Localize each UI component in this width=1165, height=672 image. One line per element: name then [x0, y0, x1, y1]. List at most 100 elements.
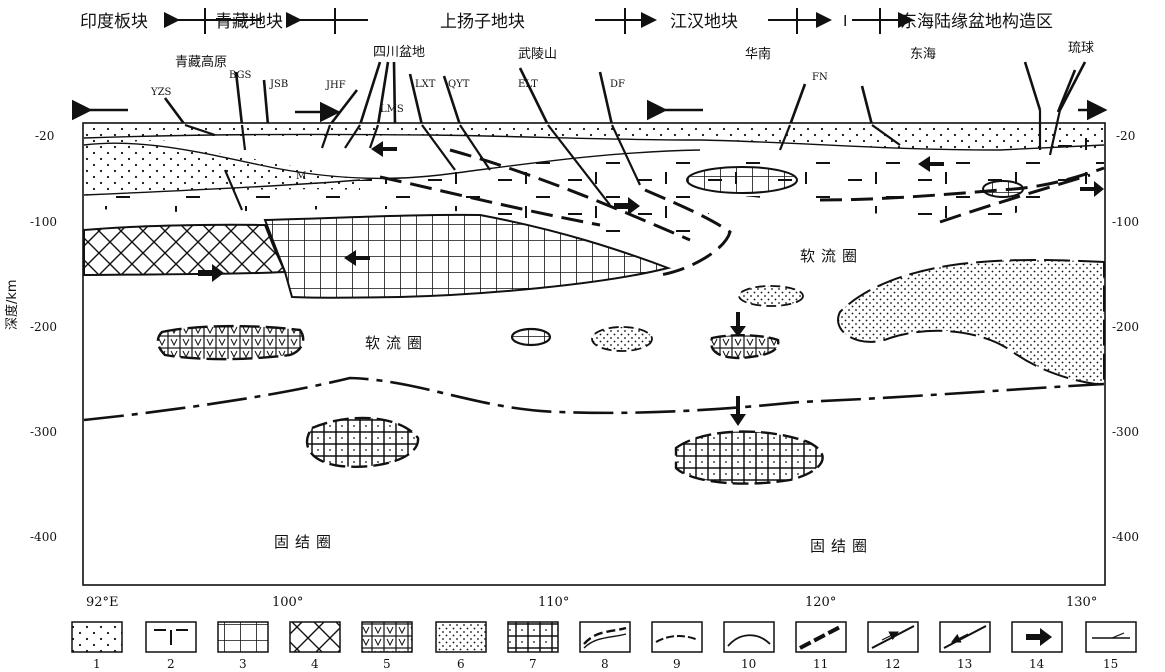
internal-faults — [184, 109, 1062, 211]
arrow-right-2 — [614, 197, 640, 215]
y-tick-left: -200 — [30, 320, 57, 334]
v-pattern-body — [156, 324, 305, 361]
asthenosphere-base — [83, 376, 1105, 422]
upper-crust-dotted — [84, 124, 1104, 151]
zone-solid-left: 固结圈 — [274, 533, 337, 551]
arrow-right-3 — [1080, 181, 1104, 197]
region-labels: 青藏高原 四川盆地 武陵山 华南 东海 琉球 — [175, 41, 1094, 70]
y-tick-right: -300 — [1112, 425, 1139, 439]
y-tick-right: -100 — [1112, 215, 1139, 229]
x-tick: 100° — [272, 595, 303, 610]
legend-swatch-1 — [71, 621, 123, 653]
fault-qyt: QYT — [448, 79, 470, 90]
legend-swatch-9 — [651, 621, 703, 653]
legend-number: 8 — [601, 657, 609, 671]
legend-number: 2 — [167, 657, 175, 671]
region-ryukyu: 琉球 — [1068, 41, 1094, 56]
legend-swatch-6 — [435, 621, 487, 653]
region-east-sea: 东海 — [910, 47, 936, 62]
legend-swatch-2 — [145, 621, 197, 653]
legend-swatch-3 — [217, 621, 269, 653]
block-header: 印度板块 青藏地块 上扬子地块 江汉地块 东海陆缘盆地构造区 I — [80, 8, 1053, 34]
legend-swatch-13 — [939, 621, 991, 653]
block-label-india: 印度板块 — [80, 12, 148, 32]
crossed-block — [83, 223, 287, 277]
legend-number: 13 — [957, 657, 972, 671]
y-tick-left: -20 — [35, 129, 54, 143]
x-tick: 110° — [538, 595, 569, 610]
fault-yzs: YZS — [150, 87, 172, 98]
legend-number: 4 — [311, 657, 319, 671]
legend-numbers: 1 2 3 4 5 6 7 8 9 10 11 12 13 14 15 — [93, 657, 1118, 671]
legend-number: 11 — [813, 657, 828, 671]
arrow-left-3 — [918, 156, 944, 172]
zone-soft-upper: 软流圈 — [800, 247, 863, 265]
arrow-left-2 — [371, 141, 397, 157]
flow-arrows — [198, 141, 1104, 426]
arrow-down-2 — [730, 396, 746, 426]
fault-lxt: LXT — [415, 79, 436, 90]
fine-dot-body-east — [837, 259, 1105, 387]
fault-jsb: JSB — [269, 79, 288, 90]
region-wuling: 武陵山 — [518, 47, 557, 62]
block-label-east-sea: 东海陆缘盆地构造区 — [900, 12, 1053, 32]
fine-dot-pod-1 — [738, 285, 804, 307]
x-tick: 130° — [1066, 595, 1097, 610]
legend-number: 6 — [457, 657, 465, 671]
region-qinghai-tibet-plateau: 青藏高原 — [175, 54, 227, 70]
legend-swatch-7 — [507, 621, 559, 653]
grid-pod-right — [674, 430, 824, 485]
legend-number: 12 — [885, 657, 900, 671]
zone-soft-middle: 软流圈 — [365, 334, 428, 352]
y-tick-right: -20 — [1116, 129, 1135, 143]
legend — [71, 621, 1137, 653]
legend-number: 5 — [383, 657, 391, 671]
fine-dot-pod-3 — [510, 327, 552, 347]
legend-number: 10 — [741, 657, 756, 671]
y-axis-label: 深度/km — [4, 279, 20, 330]
fault-lms: LMS — [380, 104, 404, 115]
legend-swatch-11 — [795, 621, 847, 653]
x-tick: 120° — [805, 595, 836, 610]
legend-number: 9 — [673, 657, 681, 671]
y-ticks-right: -20 -100 -200 -300 -400 — [1112, 129, 1139, 544]
grid-block — [263, 213, 672, 299]
region-south-china: 华南 — [745, 46, 771, 62]
legend-swatch-5 — [361, 621, 413, 653]
fault-jhf: JHF — [325, 80, 346, 91]
block-label-qinghai-tibet: 青藏地块 — [215, 12, 283, 32]
y-ticks-left: -20 -100 -200 -300 -400 — [30, 129, 57, 544]
fine-dot-pod-2 — [591, 326, 653, 352]
separator-mark: I — [843, 12, 847, 30]
arrow-left-1 — [344, 250, 370, 266]
x-ticks: 92°E 100° 110° 120° 130° — [86, 595, 1097, 610]
block-label-jianghan: 江汉地块 — [670, 12, 738, 32]
legend-number: 7 — [529, 657, 537, 671]
interfaces — [83, 133, 1105, 196]
legend-number: 1 — [93, 657, 101, 671]
x-tick: 92°E — [86, 595, 119, 610]
y-tick-right: -200 — [1112, 320, 1139, 334]
y-tick-left: -100 — [30, 215, 57, 229]
hatched-lens-east-1 — [686, 166, 798, 194]
y-tick-left: -300 — [30, 425, 57, 439]
zone-labels: 软流圈 软流圈 固结圈 固结圈 — [274, 247, 873, 555]
arrow-right-1 — [198, 264, 224, 282]
y-tick-right: -400 — [1112, 530, 1139, 544]
legend-swatch-4 — [289, 621, 341, 653]
grid-pod-left — [306, 416, 420, 468]
legend-number: 15 — [1103, 657, 1118, 671]
zone-solid-right: 固结圈 — [810, 537, 873, 555]
legend-swatch-12 — [867, 621, 919, 653]
legend-number: 3 — [239, 657, 247, 671]
hatched-lens-east-2 — [982, 180, 1024, 198]
block-label-upper-yangtze: 上扬子地块 — [440, 12, 525, 32]
legend-swatch-14 — [1011, 621, 1063, 653]
v-pattern-small — [710, 334, 780, 360]
fault-bgs: BGS — [229, 70, 252, 81]
legend-number: 14 — [1029, 657, 1045, 671]
arrow-down-1 — [730, 312, 746, 337]
legend-swatch-15 — [1085, 621, 1137, 653]
legend-swatch-8 — [579, 621, 631, 653]
